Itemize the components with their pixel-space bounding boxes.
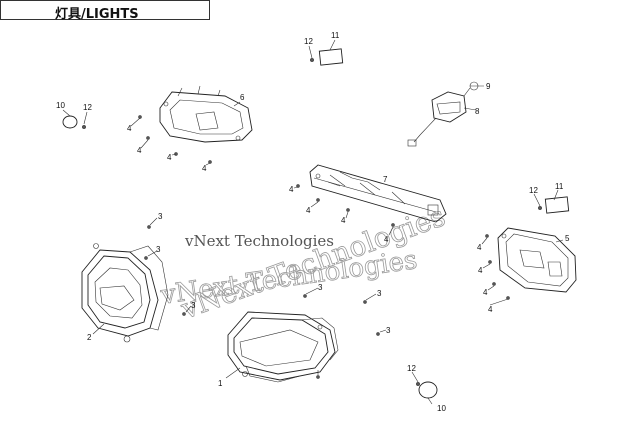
page-title: 灯具/LIGHTS <box>55 7 139 22</box>
callout-12: 12 <box>529 186 538 195</box>
callout-6: 6 <box>240 93 245 102</box>
callout-12: 12 <box>304 37 313 46</box>
title-box: 灯具/LIGHTS <box>0 0 210 22</box>
callout-4: 4 <box>306 206 311 215</box>
callout-3: 3 <box>386 326 391 335</box>
callout-3: 3 <box>158 212 163 221</box>
callout-4: 4 <box>137 146 142 155</box>
callout-4: 4 <box>384 235 389 244</box>
callout-4: 4 <box>488 305 493 314</box>
leader-lines <box>62 39 564 405</box>
callout-4: 4 <box>167 153 172 162</box>
callout-11: 11 <box>555 182 564 191</box>
callout-8: 8 <box>475 107 480 116</box>
callout-4: 4 <box>289 185 294 194</box>
screw-set <box>81 58 543 387</box>
callout-3: 3 <box>156 245 161 254</box>
headlight-left <box>81 243 169 343</box>
callout-4: 4 <box>341 216 346 225</box>
callout-3: 3 <box>377 289 382 298</box>
callout-9: 9 <box>486 82 491 91</box>
callout-1: 1 <box>218 379 223 388</box>
watermark-text: vNext Technologies <box>184 232 334 250</box>
callout-4: 4 <box>202 164 207 173</box>
callout-2: 2 <box>87 333 92 342</box>
cap-left <box>62 115 78 129</box>
callout-4: 4 <box>477 243 482 252</box>
callout-labels: 1 2 3 3 3 3 3 3 4 4 4 4 4 4 4 4 4 4 4 4 … <box>56 31 570 413</box>
mounting-bracket <box>309 164 447 223</box>
tail-lamp-right <box>497 227 577 293</box>
lamp-holder <box>407 81 479 147</box>
callout-3: 3 <box>191 301 196 310</box>
reflector-plate-top <box>318 48 344 66</box>
headlight-center <box>227 311 339 383</box>
tail-lamp-upper <box>159 85 253 143</box>
callout-10: 10 <box>56 101 65 110</box>
callout-12: 12 <box>407 364 416 373</box>
callout-4: 4 <box>478 266 483 275</box>
callout-4: 4 <box>127 124 132 133</box>
cap-bottom <box>418 381 438 399</box>
callout-3: 3 <box>318 283 323 292</box>
reflector-plate-right <box>544 196 570 214</box>
callout-12: 12 <box>83 103 92 112</box>
callout-11: 11 <box>331 31 340 40</box>
callout-5: 5 <box>565 234 570 243</box>
callout-7: 7 <box>383 175 388 184</box>
callout-10: 10 <box>437 404 446 413</box>
callout-4: 4 <box>483 288 488 297</box>
